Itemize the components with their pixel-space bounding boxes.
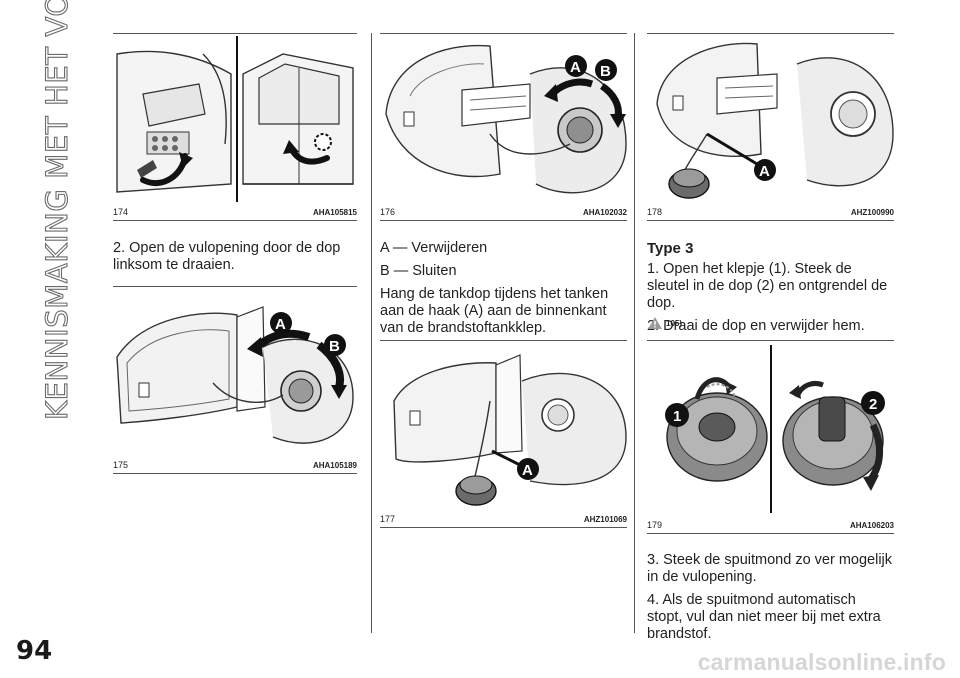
figure-179-label-1: 1 bbox=[673, 408, 681, 425]
watermark: carmanualsonline.info bbox=[697, 649, 946, 675]
figure-178-label-a: A bbox=[759, 163, 770, 180]
col2-text: A — Verwijderen B — Sluiten Hang de tank… bbox=[380, 240, 627, 343]
col3-steps-bottom: 3. Steek de spuitmond zo ver mogelijk in… bbox=[647, 552, 894, 649]
figure-175-number: 175 bbox=[113, 460, 129, 470]
figure-175-code: AHA105189 bbox=[312, 461, 357, 470]
figure-178-illustration: A bbox=[656, 42, 894, 199]
col3-steps-top: 1. Open het klepje (1). Steek de sleutel… bbox=[647, 261, 894, 341]
figure-176-number: 176 bbox=[380, 207, 396, 217]
step-3: 3. Steek de spuitmond zo ver mogelijk in… bbox=[647, 552, 893, 585]
figure-179-number: 179 bbox=[647, 520, 663, 530]
figure-174-code: AHA105815 bbox=[312, 208, 357, 217]
figure-177: A 177 AHZ101069 bbox=[380, 340, 627, 528]
column-divider-2 bbox=[634, 33, 635, 633]
col1-step-2: 2. Open de vulopening door de dop linkso… bbox=[113, 240, 341, 273]
figure-175-label-a: A bbox=[275, 316, 286, 333]
figure-174: 174 AHA105815 bbox=[113, 33, 357, 221]
step-2: 2. Draai de dop en verwijder hem. bbox=[647, 318, 865, 334]
page-number: 94 bbox=[16, 636, 53, 666]
step-1: 1. Open het klepje (1). Steek de sleutel… bbox=[647, 261, 888, 311]
figure-175: A B 175 AHA105189 bbox=[113, 286, 357, 474]
figure-177-illustration: A bbox=[393, 354, 627, 506]
figure-176-code: AHA102032 bbox=[582, 208, 627, 217]
figure-176: A B 176 AHA102032 bbox=[380, 33, 627, 221]
warning-icon bbox=[648, 317, 662, 331]
figure-175-illustration: A B bbox=[116, 306, 354, 444]
step-4: 4. Als de spuitmond automatisch stopt, v… bbox=[647, 592, 881, 642]
figure-176-label-a: A bbox=[570, 59, 581, 76]
hang-cap-paragraph: Hang de tankdop tijdens het tanken aan d… bbox=[380, 286, 609, 336]
column-divider-1 bbox=[371, 33, 372, 633]
figure-178-number: 178 bbox=[647, 207, 663, 217]
figure-177-code: AHZ101069 bbox=[583, 515, 627, 524]
figure-176-label-b: B bbox=[600, 63, 611, 80]
label-b-line: B — Sluiten bbox=[380, 263, 457, 279]
figure-177-label-a: A bbox=[522, 462, 533, 479]
figure-177-number: 177 bbox=[380, 514, 396, 524]
figure-178: A 178 AHZ100990 bbox=[647, 33, 894, 221]
type-3-heading: Type 3 bbox=[647, 240, 694, 257]
figure-178-code: AHZ100990 bbox=[850, 208, 894, 217]
figure-174-illustration bbox=[116, 36, 354, 202]
section-title: KENNISMAKING MET HET VOERTUIG bbox=[39, 0, 74, 421]
figure-176-illustration: A B bbox=[385, 44, 627, 194]
figure-179: 1 2 179 AHA106203 bbox=[647, 340, 894, 534]
figure-174-number: 174 bbox=[113, 207, 129, 217]
figure-179-illustration: 1 2 bbox=[665, 345, 885, 513]
figure-179-label-2: 2 bbox=[869, 396, 877, 413]
label-a-line: A — Verwijderen bbox=[380, 240, 488, 256]
figure-175-label-b: B bbox=[329, 338, 340, 355]
warning-reference: 105) bbox=[648, 317, 682, 331]
figure-179-code: AHA106203 bbox=[849, 521, 894, 530]
